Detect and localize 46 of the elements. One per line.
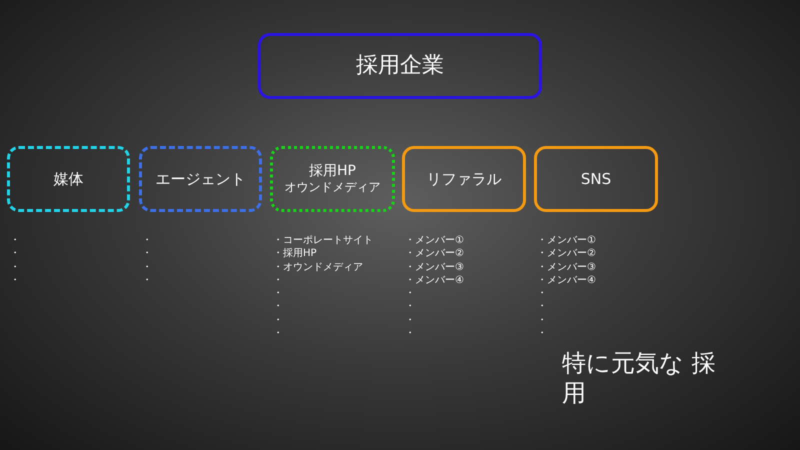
node-label: 媒体 [54,170,84,188]
list-item: ・ [10,260,20,274]
list-item: ・ [537,300,547,314]
list-item: ・ [142,274,152,288]
node-label: SNS [580,170,612,188]
list-item: ・メンバー① [405,234,464,248]
list-item: ・ [537,314,547,328]
channel-box [139,146,262,212]
list-item: ・ [142,234,152,248]
list-item: ・採用HP [273,247,317,261]
list-item: ・オウンドメディア [273,260,363,274]
list-item: ・ [273,327,283,340]
list-item: ・ [273,300,283,314]
list-item: ・ [537,327,547,340]
channel-box [402,146,526,212]
list-item: ・ [405,314,415,328]
list-item: ・メンバー③ [537,260,596,274]
list-item: ・メンバー③ [405,260,464,274]
note-text: 特に元気な 採用 [562,348,717,408]
node-label: リファラル [426,170,502,188]
list-item: ・ [142,260,152,274]
list-item: ・ [405,327,415,340]
list-item: ・ [10,234,20,248]
list-item: ・メンバー④ [405,274,464,288]
list-item: ・メンバー② [405,247,464,261]
channel-box [7,146,130,212]
node-label: エージェント [156,170,246,188]
channel-box [534,146,658,212]
list-item: ・ [537,287,547,300]
list-item: ・ [405,300,415,314]
list-item: ・ [273,287,283,300]
node-sublabel: オウンドメディア [284,180,380,195]
list-item: ・メンバー① [537,234,596,248]
list-item: ・ [405,287,415,300]
list-item: ・コーポレートサイト [273,234,373,248]
list-item: ・メンバー② [537,247,596,261]
list-item: ・ [142,247,152,261]
channel-box [270,146,395,212]
list-item: ・ [10,247,20,261]
list-item: ・メンバー④ [537,274,596,288]
list-item: ・ [10,274,20,288]
node-label: 採用HP [309,163,356,180]
company-box [258,33,542,99]
node-label: 採用企業 [356,52,444,80]
list-item: ・ [273,274,283,288]
list-item: ・ [273,314,283,328]
